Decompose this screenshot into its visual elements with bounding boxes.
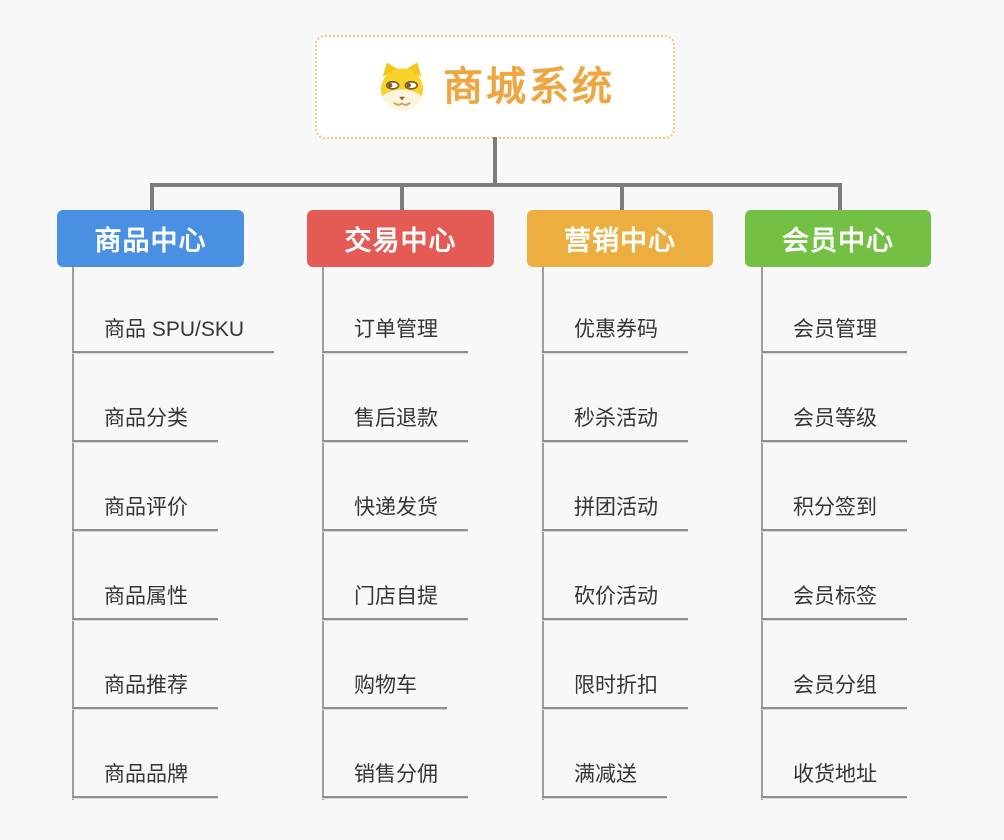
- leaf-node[interactable]: 商品分类: [72, 400, 218, 442]
- connector-drop-marketing: [620, 183, 624, 212]
- leaf-node[interactable]: 会员标签: [761, 578, 907, 620]
- leaf-node[interactable]: 限时折扣: [542, 667, 688, 709]
- leaf-node[interactable]: 购物车: [322, 667, 447, 709]
- branch-spine-trade: [322, 267, 324, 800]
- leaf-node[interactable]: 秒杀活动: [542, 400, 688, 442]
- connector-drop-product: [150, 183, 154, 212]
- leaf-node[interactable]: 商品推荐: [72, 667, 218, 709]
- leaf-node[interactable]: 砍价活动: [542, 578, 688, 620]
- leaf-node[interactable]: 会员分组: [761, 667, 907, 709]
- root-title: 商城系统: [443, 65, 615, 109]
- connector-root-stub: [493, 137, 497, 185]
- branch-node-trade-center[interactable]: 交易中心: [307, 210, 494, 267]
- leaf-node[interactable]: 商品评价: [72, 489, 218, 531]
- connector-drop-trade: [400, 183, 404, 212]
- leaf-node[interactable]: 销售分佣: [322, 756, 468, 798]
- leaf-node[interactable]: 积分签到: [761, 489, 907, 531]
- leaf-node[interactable]: 快递发货: [322, 489, 468, 531]
- connector-drop-member: [838, 183, 842, 212]
- leaf-node[interactable]: 商品 SPU/SKU: [72, 311, 275, 353]
- leaf-node[interactable]: 订单管理: [322, 311, 468, 353]
- leaf-node[interactable]: 会员等级: [761, 400, 907, 442]
- leaf-node[interactable]: 商品属性: [72, 578, 218, 620]
- branch-node-product-center[interactable]: 商品中心: [57, 210, 244, 267]
- branch-node-marketing-center[interactable]: 营销中心: [527, 210, 713, 267]
- root-node-mall-system[interactable]: 商城系统: [315, 35, 675, 139]
- branch-spine-marketing: [542, 267, 544, 800]
- shiba-dog-icon: [380, 62, 424, 111]
- leaf-node[interactable]: 商品品牌: [72, 756, 218, 798]
- leaf-node[interactable]: 收货地址: [761, 756, 907, 798]
- branch-spine-product: [72, 267, 74, 800]
- leaf-node[interactable]: 满减送: [542, 756, 667, 798]
- leaf-node[interactable]: 优惠券码: [542, 311, 688, 353]
- branch-node-member-center[interactable]: 会员中心: [745, 210, 931, 267]
- connector-horizontal: [150, 183, 842, 187]
- branch-spine-member: [761, 267, 763, 800]
- leaf-node[interactable]: 门店自提: [322, 578, 468, 620]
- leaf-node[interactable]: 售后退款: [322, 400, 468, 442]
- leaf-node[interactable]: 会员管理: [761, 311, 907, 353]
- leaf-node[interactable]: 拼团活动: [542, 489, 688, 531]
